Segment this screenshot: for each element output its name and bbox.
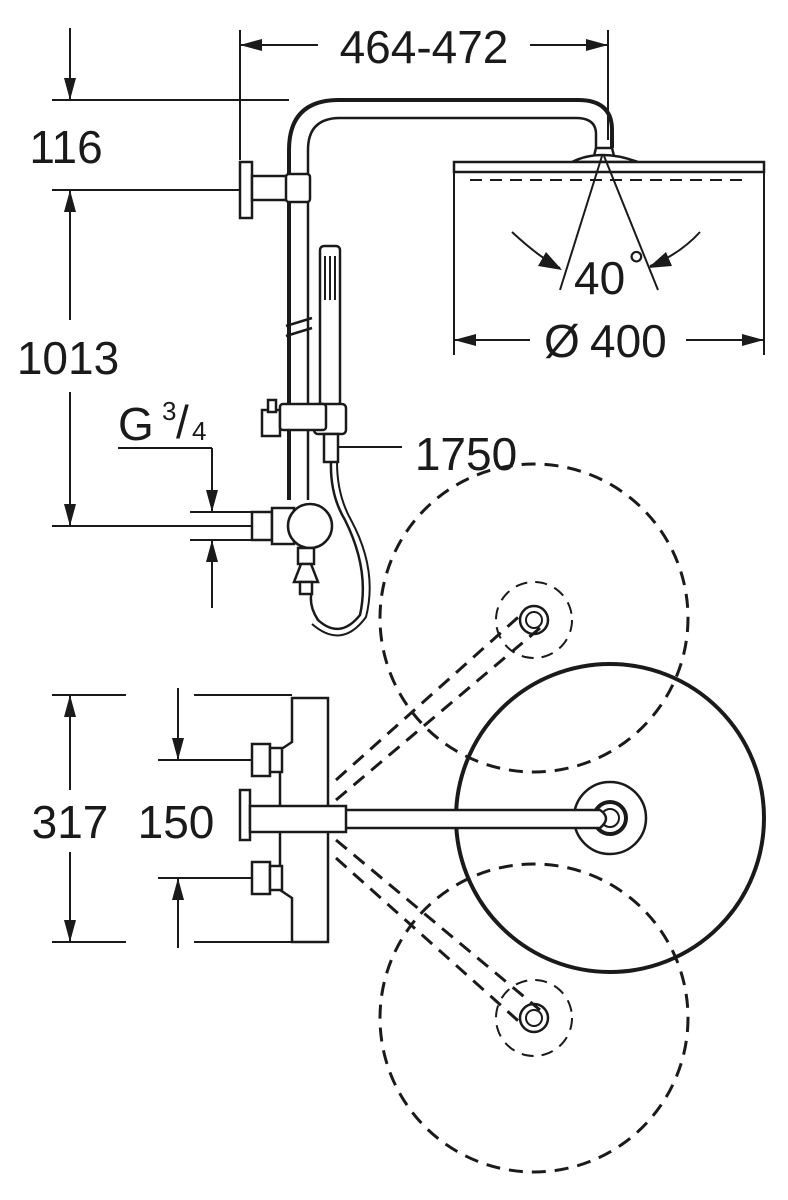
hub-lower [495, 979, 573, 1057]
plan-view [52, 462, 766, 1174]
label-head-diameter: 400 [590, 315, 667, 367]
label-width: 464-472 [340, 21, 509, 73]
label-tilt-angle: 40 [574, 252, 625, 304]
label-hose-length: 1750 [415, 428, 517, 480]
slider-holder [260, 398, 328, 438]
thermostat-front [250, 502, 334, 596]
label-thread-slash: / [176, 396, 189, 448]
shower-head [452, 146, 766, 181]
dim-mixer-height [52, 694, 292, 943]
label-tilt-unit: ° [628, 242, 645, 289]
label-thread-den: 4 [192, 416, 206, 446]
front-view [52, 28, 766, 637]
swing-circle-upper [378, 462, 690, 774]
label-height-main: 1013 [17, 332, 119, 384]
label-thread-g: G [118, 398, 154, 450]
dim-diameter [453, 172, 765, 355]
label-top-offset: 116 [29, 121, 102, 173]
label-thread-num: 3 [162, 396, 176, 426]
thermostat-plan [238, 696, 348, 944]
dim-height-main [52, 190, 252, 527]
tilt-angle-indicator [511, 155, 701, 291]
label-mixer-height: 317 [32, 796, 109, 848]
dim-inlet-spacing [158, 688, 252, 948]
hub-upper [495, 581, 573, 659]
dim-width [239, 30, 609, 160]
shower-arm-plan [288, 808, 608, 830]
wall-bracket-top [238, 160, 312, 220]
label-inlet-spacing: 150 [138, 796, 215, 848]
shower-hose [309, 461, 365, 630]
dim-top-offset [52, 28, 289, 191]
shower-arm-inner [306, 116, 598, 500]
dim-thread [118, 447, 252, 608]
label-diameter-symbol: Ø [544, 315, 580, 367]
shower-arm [287, 98, 614, 500]
swing-circle-lower [378, 862, 690, 1174]
